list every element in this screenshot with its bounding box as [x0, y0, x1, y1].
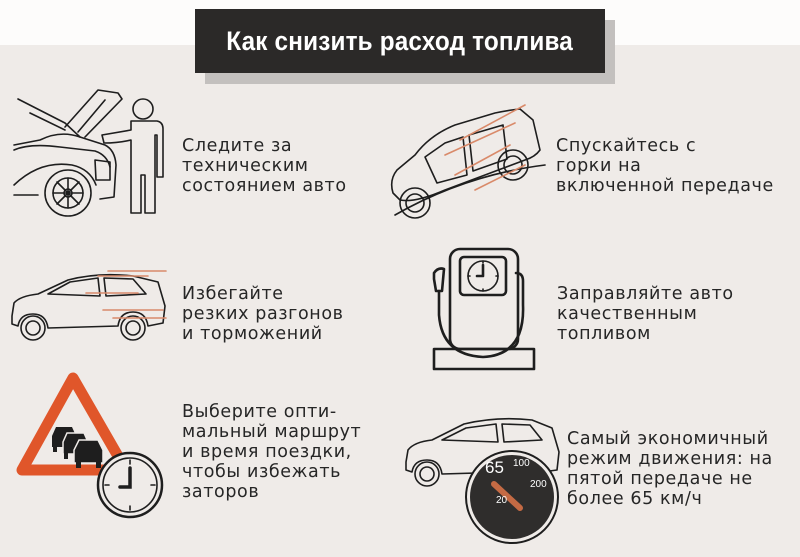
traffic-jam-sign-clock-icon	[16, 372, 164, 519]
tip-route-text: Выберите опти- мальный маршрут и время п…	[182, 402, 362, 502]
car-downhill-icon	[390, 104, 546, 219]
car-speed-lines-icon	[11, 270, 167, 341]
car-speedometer-icon	[405, 417, 560, 544]
tip-smooth-driving-text: Избегайте резких разгонов и торможений	[182, 284, 344, 344]
tip-quality-fuel-text: Заправляйте авто качественным топливом	[557, 284, 734, 344]
tip-downhill-text: Спускайтесь с горки на включенной переда…	[556, 136, 774, 196]
speedometer-label-100: 100	[513, 458, 530, 469]
car-hood-person-icon	[13, 89, 164, 217]
page-title: Как снизить расход топлива	[226, 25, 574, 56]
speedometer-value: 65	[485, 458, 504, 477]
speedometer-label-200: 200	[530, 479, 547, 490]
tip-economy-speed-text: Самый экономичный режим движения: на пят…	[567, 429, 773, 509]
speedometer-label-20: 20	[496, 495, 508, 506]
fuel-pump-icon	[432, 247, 536, 371]
tip-maintenance-text: Следите за техническим состоянием авто	[182, 136, 347, 196]
title-banner: Как снизить расход топлива	[195, 9, 605, 73]
